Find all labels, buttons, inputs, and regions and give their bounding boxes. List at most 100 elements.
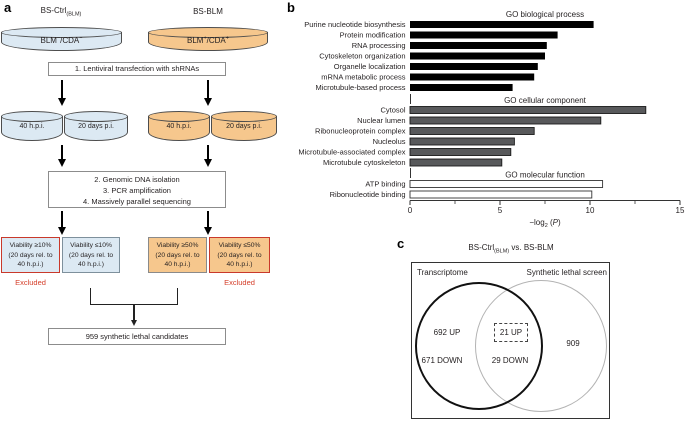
viability-box-kept-ctrl: Viability ≤10% (20 days rel. to 40 h.p.i… <box>62 237 120 273</box>
viability-line: 40 h.p.i.) <box>164 261 191 269</box>
bs-blm-caption: BS-BLM <box>193 7 223 16</box>
bar-label: Purine nucleotide biosynthesis <box>304 20 406 29</box>
viability-line: Viability ≤10% <box>70 242 112 249</box>
viability-box-kept-blm: Viability ≥50% (20 days rel. to 40 h.p.i… <box>148 237 207 273</box>
dish-label: 40 h.p.i. <box>19 123 45 130</box>
overlap-up-count-box: 21 UP <box>494 323 528 342</box>
venn-title: BS-Ctrl(BLM) vs. BS-BLM <box>468 243 554 255</box>
bs-blm-genotype-label: BLM+/CDA+ <box>186 35 229 45</box>
x-axis-title: −log2 (P) <box>529 218 561 229</box>
bar-label: Protein modification <box>340 31 406 40</box>
down-arrow <box>60 80 63 98</box>
dish-top-ellipse <box>64 111 128 122</box>
bar-label: Nuclear lumen <box>357 116 405 125</box>
excluded-label-right: Excluded <box>224 278 255 287</box>
bar <box>409 158 503 167</box>
group-header: GO biological process <box>506 10 584 19</box>
bar-label: Ribonucleoprotein complex <box>315 127 406 136</box>
transcriptome-circle <box>415 282 543 410</box>
step2-box: 2. Genomic DNA isolation 3. PCR amplific… <box>48 171 226 208</box>
result-box: 959 synthetic lethal candidates <box>48 328 226 345</box>
bar-label: Cytosol <box>380 106 405 115</box>
dish-top-ellipse <box>1 111 63 122</box>
bar-label: mRNA metabolic process <box>321 73 405 82</box>
bar-label: Organelle localization <box>334 62 406 71</box>
group-header: GO molecular function <box>505 171 585 180</box>
synthetic-lethal-screen-label: Synthetic lethal screen <box>526 268 608 277</box>
bs-ctrl-caption: BS-Ctrl(BLM) <box>40 6 82 18</box>
viability-line: Viability ≥50% <box>156 242 199 249</box>
right-only-count: 909 <box>566 339 580 348</box>
step2-line: 4. Massively parallel sequencing <box>83 197 191 206</box>
down-arrow-small <box>133 305 135 320</box>
down-arrow <box>207 145 210 159</box>
transcriptome-label: Transcriptome <box>417 268 468 277</box>
left-down-count: 671 DOWN <box>421 356 463 365</box>
bar-label: Microtubule-associated complex <box>298 148 405 157</box>
tick-label: 10 <box>586 206 595 215</box>
group-header: GO cellular component <box>504 96 587 105</box>
excluded-label-left: Excluded <box>15 278 46 287</box>
viability-line: (20 days rel. to <box>217 251 262 259</box>
viability-line: (20 days rel. to <box>68 251 114 259</box>
bar <box>409 190 593 199</box>
bar <box>410 31 558 39</box>
panel-c-letter: c <box>397 236 405 251</box>
step2-line: 3. PCR amplification <box>103 186 171 195</box>
bar <box>410 84 513 91</box>
tick-label: 0 <box>408 206 413 215</box>
down-arrow <box>60 211 63 227</box>
bs-ctrl-genotype-label: BLM−/CDA− <box>40 35 83 45</box>
dish-label: 20 days p.i. <box>226 123 262 130</box>
tick-label: 15 <box>676 206 685 215</box>
dish-blm-20days: 20 days p.i. <box>211 111 277 141</box>
dish-ctrl-40hpi: 40 h.p.i. <box>1 111 63 141</box>
bar <box>410 73 535 81</box>
bar-label: RNA processing <box>352 41 406 50</box>
viability-line: Viability ≥10% <box>9 242 52 249</box>
viability-line: 40 h.p.i.) <box>77 261 105 269</box>
bar <box>409 137 515 146</box>
step1-box: 1. Lentiviral transfection with shRNAs <box>48 62 226 76</box>
bs-ctrl-cell-dish: BLM−/CDA− <box>1 27 122 51</box>
bar-label: Microtubule-based process <box>315 83 405 92</box>
bar <box>409 148 512 156</box>
step2-line: 2. Genomic DNA isolation <box>94 175 180 184</box>
bar <box>410 63 538 70</box>
panel-b-letter: b <box>287 0 295 15</box>
tick-label: 5 <box>498 206 503 215</box>
bar <box>409 127 535 135</box>
dish-top-ellipse <box>148 27 268 38</box>
viability-box-excluded-ctrl: Viability ≥10% (20 days rel. to 40 h.p.i… <box>1 237 60 273</box>
bar <box>409 116 602 125</box>
bar <box>410 21 594 28</box>
bar-label: Nucleolus <box>373 137 406 146</box>
bar-label: Cytoskeleton organization <box>319 52 405 61</box>
panel-a-letter: a <box>4 0 12 15</box>
down-arrow <box>207 80 210 98</box>
bar-label: Ribonucleotide binding <box>330 190 406 199</box>
bar-label: Microtubule cytoskeleton <box>323 158 406 167</box>
bar <box>409 180 604 188</box>
bar <box>410 52 545 60</box>
bracket-left-line <box>90 288 92 305</box>
dish-blm-40hpi: 40 h.p.i. <box>148 111 210 141</box>
dish-top-ellipse <box>148 111 210 122</box>
bs-blm-cell-dish: BLM+/CDA+ <box>148 27 268 51</box>
viability-line: (20 days rel. to <box>8 251 53 259</box>
dish-top-ellipse <box>1 27 122 38</box>
bracket-right-line <box>177 288 179 305</box>
down-arrow <box>207 211 210 227</box>
bar-label: ATP binding <box>365 180 405 189</box>
left-up-count: 692 UP <box>433 328 461 337</box>
viability-line: 40 h.p.i.) <box>17 261 44 269</box>
bar <box>409 106 647 114</box>
bar <box>410 42 547 49</box>
viability-box-excluded-blm: Viability ≤50% (20 days rel. to 40 h.p.i… <box>209 237 270 273</box>
dish-top-ellipse <box>211 111 277 122</box>
dish-ctrl-20days: 20 days p.i. <box>64 111 128 141</box>
overlap-down-count: 29 DOWN <box>491 356 529 365</box>
down-arrow <box>60 145 63 159</box>
